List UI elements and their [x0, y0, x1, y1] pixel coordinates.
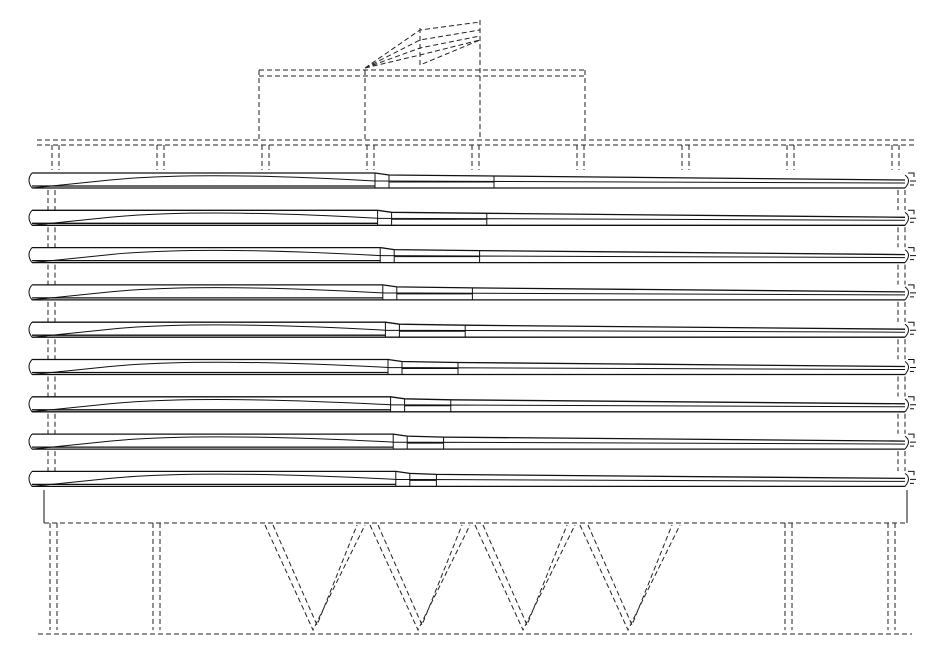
blade-taper: [31, 471, 906, 487]
support-post: [891, 145, 900, 170]
blade: [28, 358, 916, 397]
blade: [28, 470, 916, 488]
blade-taper: [31, 396, 906, 413]
blade-end-clip: [28, 470, 916, 487]
blade-end-clip: [28, 284, 916, 301]
support-post: [261, 145, 270, 170]
blade-spacer: [47, 227, 906, 248]
blade-outline: [32, 209, 906, 226]
blade-taper: [31, 284, 906, 301]
blade-end-clip: [28, 172, 916, 189]
blade-end-clip: [28, 321, 916, 338]
support-post: [786, 145, 795, 170]
support-post: [576, 145, 585, 170]
blade: [28, 246, 916, 285]
diagonal-brace: [264, 524, 366, 632]
blade-outline: [32, 433, 906, 450]
blade-spacer: [47, 413, 906, 434]
blade-outline: [32, 321, 906, 338]
blade: [28, 172, 916, 210]
diagonal-brace: [579, 524, 681, 632]
blade-spacer: [47, 376, 906, 397]
blade-spacer: [47, 451, 906, 472]
support-post: [471, 145, 480, 170]
support-post: [366, 145, 375, 170]
blade-outline: [32, 396, 906, 413]
blade: [28, 209, 916, 248]
upper-housing: [258, 20, 586, 140]
blade: [28, 284, 916, 322]
blade-stack: [28, 172, 916, 488]
blade-end-clip: [28, 209, 916, 226]
support-post: [51, 145, 60, 170]
blade-spacer: [47, 301, 906, 322]
blade: [28, 396, 916, 434]
blade: [28, 433, 916, 472]
blade-outline: [32, 284, 906, 301]
support-post: [156, 145, 165, 170]
blade-spacer: [47, 339, 906, 360]
blade-taper: [31, 434, 906, 450]
blade-spacer: [47, 264, 906, 285]
blade-end-clip: [28, 359, 916, 375]
blade-outline: [32, 172, 906, 189]
top-frame: [37, 139, 915, 170]
blade-outline: [32, 358, 906, 376]
blade-taper: [31, 247, 906, 264]
blade-taper: [31, 359, 906, 375]
bottom-frame: [38, 490, 912, 635]
blade-outline: [32, 246, 906, 264]
diagonal-brace: [474, 524, 576, 632]
blade-taper: [31, 210, 906, 226]
diagonal-brace: [369, 524, 471, 632]
blade-taper: [31, 173, 906, 189]
blade-outline: [32, 470, 906, 488]
blade: [28, 321, 916, 360]
blade-end-clip: [28, 433, 916, 450]
blade-end-clip: [28, 247, 916, 263]
blade-spacer: [47, 190, 906, 210]
blade-end-clip: [28, 396, 916, 413]
support-post: [681, 145, 690, 170]
blade-taper: [31, 322, 906, 338]
